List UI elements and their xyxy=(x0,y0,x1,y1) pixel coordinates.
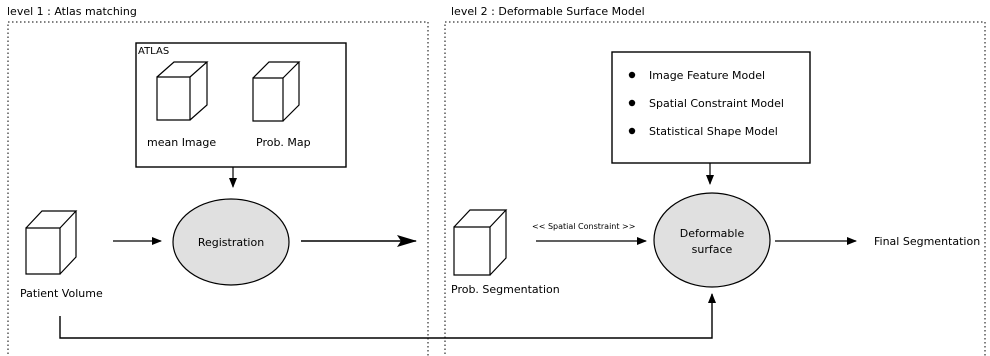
model-item: Spatial Constraint Model xyxy=(649,97,784,110)
registration-node xyxy=(172,198,290,286)
model-item: Image Feature Model xyxy=(649,69,765,82)
spatial-constraint-label: << Spatial Constraint >> xyxy=(532,222,635,231)
level2-panel xyxy=(444,21,986,356)
final-segmentation-label: Final Segmentation xyxy=(874,235,980,248)
level1-panel xyxy=(7,21,429,356)
prob-map-cube xyxy=(252,61,301,122)
mean-image-cube xyxy=(156,61,209,121)
model-bullet xyxy=(628,71,636,79)
patient-volume-cube xyxy=(25,210,78,275)
atlas-box xyxy=(135,42,347,168)
model-bullet xyxy=(628,127,636,135)
mean-image-label: mean Image xyxy=(147,136,216,149)
deformable-surface-label-line2: surface xyxy=(692,243,733,256)
model-item: Statistical Shape Model xyxy=(649,125,778,138)
prob-segmentation-label: Prob. Segmentation xyxy=(451,283,560,296)
registration-label: Registration xyxy=(198,236,264,249)
deformable-surface-node xyxy=(653,192,771,288)
arrow-patient-to-deformable xyxy=(59,293,716,339)
model-bullet xyxy=(628,99,636,107)
atlas-title: ATLAS xyxy=(138,46,169,57)
patient-volume-label: Patient Volume xyxy=(20,287,103,300)
level2-title: level 2 : Deformable Surface Model xyxy=(451,5,645,18)
level1-title: level 1 : Atlas matching xyxy=(7,5,137,18)
models-box xyxy=(611,51,811,164)
deformable-surface-label-line1: Deformable xyxy=(680,227,745,240)
prob-map-label: Prob. Map xyxy=(256,136,311,149)
prob-segmentation-cube xyxy=(453,209,508,276)
